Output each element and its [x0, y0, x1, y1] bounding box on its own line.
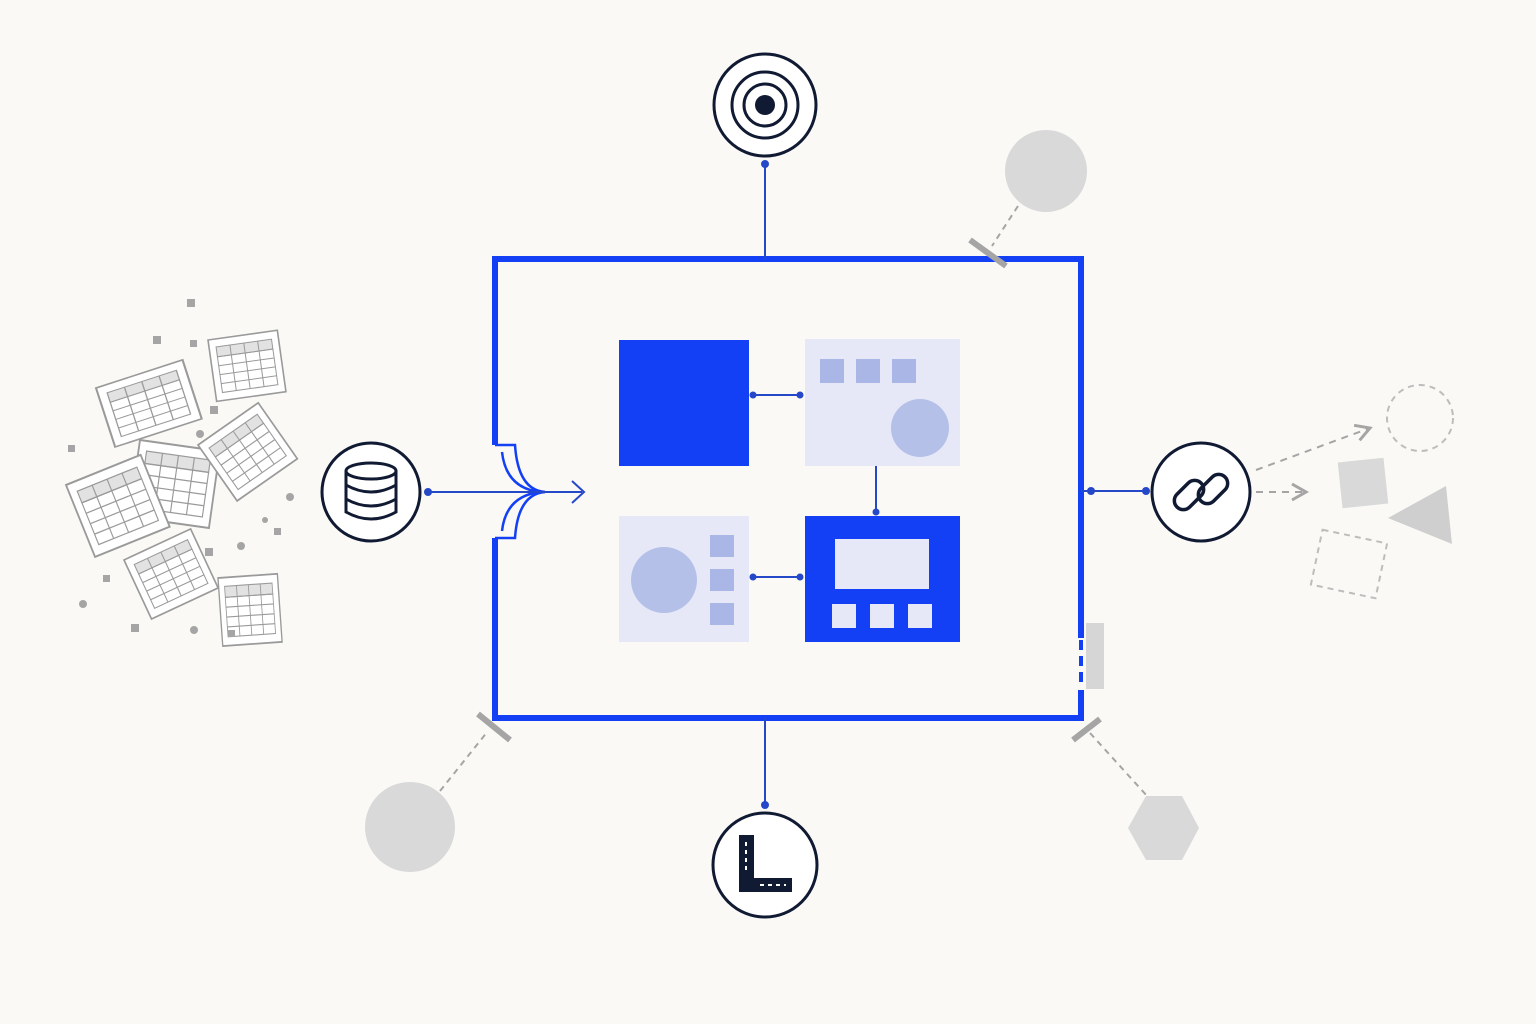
solid-module — [619, 340, 749, 466]
circle-icon — [1005, 130, 1087, 212]
circle-icon — [365, 782, 455, 872]
grid-module — [805, 339, 960, 466]
dashed-circle-icon — [1386, 384, 1454, 452]
confetti-dots — [68, 299, 294, 637]
gray-node-bottom-right — [1071, 716, 1199, 860]
hexagon-icon — [1128, 796, 1199, 860]
spreadsheet-icon — [217, 572, 283, 647]
screen-module — [805, 516, 960, 642]
spreadsheet-cluster — [65, 329, 299, 647]
gray-tab — [1086, 623, 1104, 689]
spreadsheet-icon — [94, 358, 203, 448]
triangle-icon — [1388, 486, 1452, 544]
gray-node-top-right — [968, 130, 1087, 269]
gray-node-bottom-left — [365, 711, 512, 872]
ruler-icon[interactable] — [711, 811, 819, 919]
module-grid — [619, 339, 960, 642]
square-icon — [1337, 457, 1389, 509]
list-module — [619, 516, 749, 642]
spreadsheet-icon — [207, 329, 287, 403]
connectors — [424, 160, 1150, 809]
database-icon[interactable] — [320, 441, 422, 543]
output-shapes — [1255, 384, 1454, 600]
spreadsheet-icon — [123, 528, 219, 620]
platform-container — [492, 256, 1104, 721]
target-icon[interactable] — [712, 52, 818, 158]
dashed-square-icon — [1309, 528, 1389, 600]
link-icon[interactable] — [1150, 441, 1252, 543]
